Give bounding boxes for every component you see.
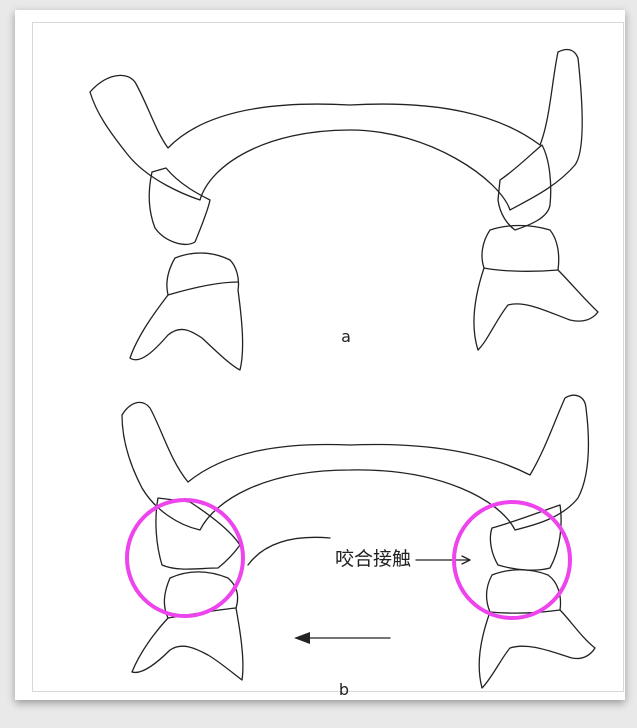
upper-arch-a (89, 48, 583, 211)
panel-b (121, 394, 596, 689)
contact-circle-right (452, 500, 572, 620)
movement-arrow-head (294, 632, 310, 644)
annotation-arrowhead-right (461, 555, 471, 565)
occlusal-contact-label: 咬合接触 (335, 548, 411, 570)
panel-b-label: b (339, 680, 349, 699)
panel-a (89, 48, 599, 371)
lower-right-tooth-b (478, 569, 596, 689)
upper-right-crown-a (497, 144, 552, 231)
annotation-leader-left (247, 536, 331, 566)
contact-circle-left (125, 498, 245, 618)
figure-frame: a b 咬合接触 (15, 10, 625, 700)
lower-right-crown-line-b (489, 609, 561, 614)
lower-right-tooth-a (473, 224, 599, 351)
upper-left-crown-a (148, 167, 211, 245)
lower-left-tooth-a (129, 252, 244, 371)
dental-diagram: a b 咬合接触 (89, 48, 599, 699)
lower-left-crown-line-a (167, 281, 239, 296)
lower-right-crown-line-a (483, 267, 559, 272)
panel-a-label: a (341, 327, 351, 346)
contact-highlights (125, 498, 572, 620)
upper-arch-b (121, 394, 590, 531)
lower-left-tooth-b (131, 571, 244, 681)
upper-left-crown-b (155, 497, 241, 570)
